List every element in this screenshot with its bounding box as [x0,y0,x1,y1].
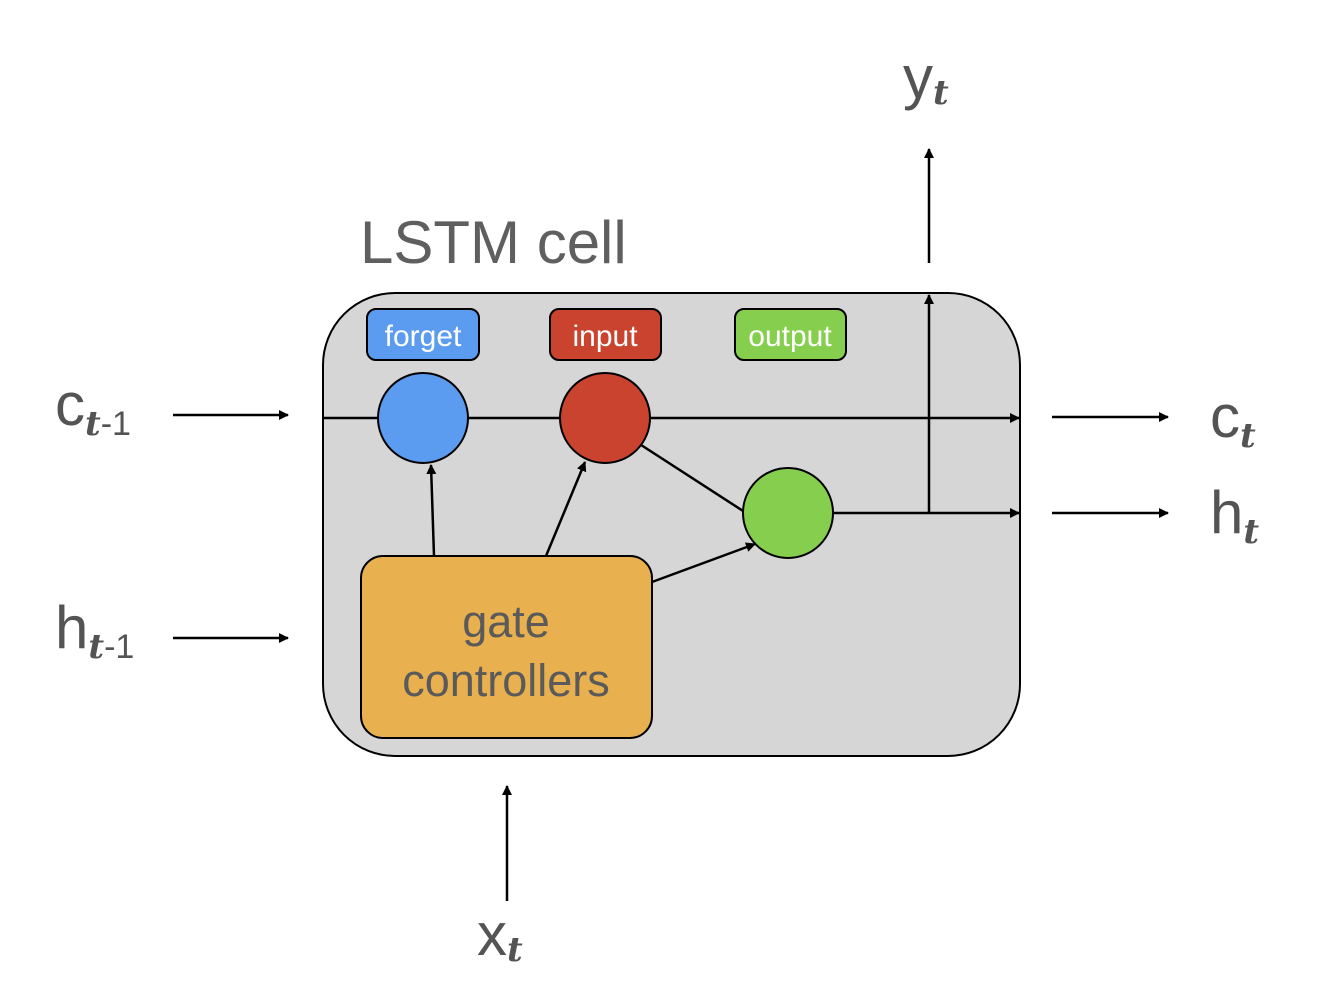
gate-controllers-box [360,555,653,739]
x-label: xt [477,901,523,970]
input-badge-label: input [572,320,638,353]
controller-to-input-arrow [544,461,587,557]
output-badge-label: output [748,320,832,353]
input-gate-circle [559,372,651,464]
output-gate-circle [742,467,834,559]
forget-badge-label: forget [385,320,462,353]
input-to-output-line [637,441,758,522]
h-out-label: ht [1210,479,1259,552]
cell-title: LSTM cell [360,209,627,276]
forget-badge [366,308,480,361]
input-badge [549,308,662,361]
h-prev-label: ht-1 [55,594,134,667]
controller-to-output-arrow [651,542,756,584]
y-out-label: yt [903,44,949,113]
gate-controllers-label-line2: controllers [402,655,610,706]
controller-to-forget-arrow [426,464,437,557]
output-badge [734,308,847,361]
gate-controllers-label-line1: gate [462,596,550,647]
c-out-label: ct [1210,383,1256,456]
forget-gate-circle [377,372,469,464]
c-prev-label: ct-1 [55,371,131,444]
